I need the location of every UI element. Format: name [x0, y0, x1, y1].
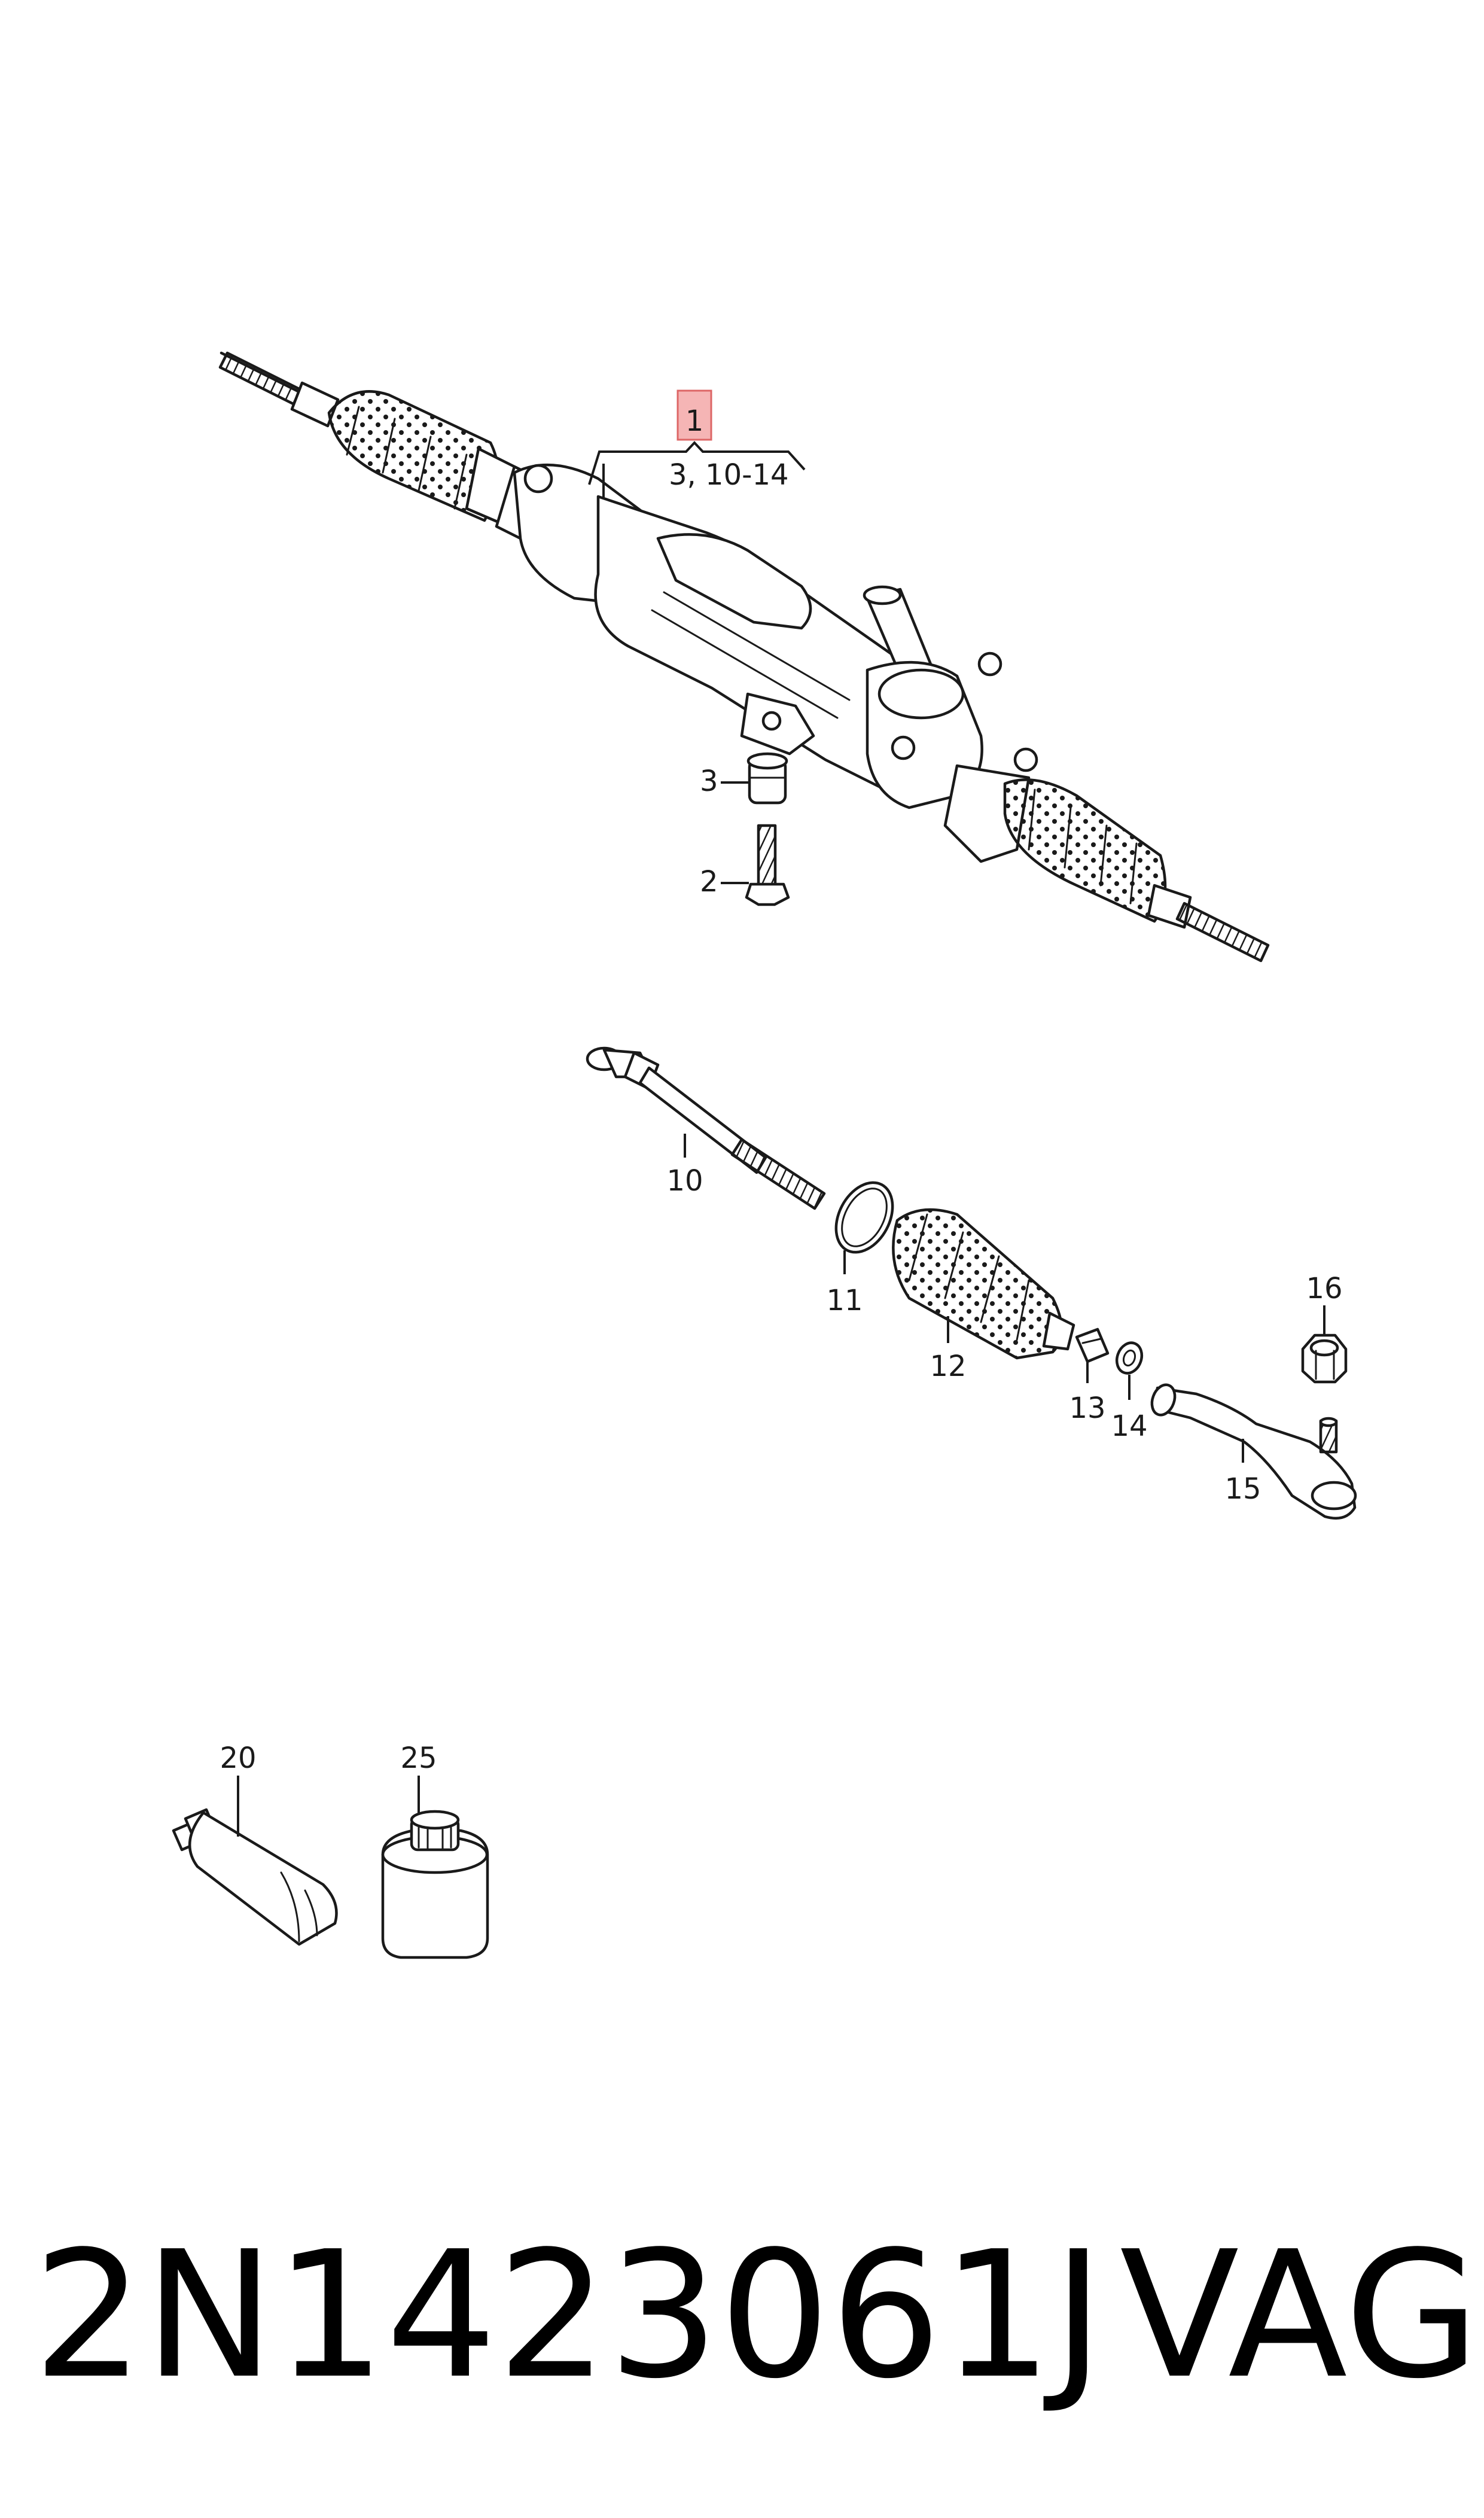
callout-11: 11 — [826, 1284, 863, 1317]
bellows-boot-part-12 — [892, 1208, 1075, 1360]
callout-13: 13 — [1069, 1392, 1105, 1425]
callout-15-group: 15 — [1224, 1439, 1261, 1506]
callout-25: 25 — [400, 1741, 437, 1775]
bushing-part-3 — [746, 752, 788, 805]
callout-1-highlight — [677, 389, 712, 441]
callout-14-group: 14 — [1111, 1375, 1148, 1443]
bolt-part-2 — [745, 824, 790, 906]
callout-20-group: 20 — [220, 1741, 257, 1837]
callout-12-group: 12 — [930, 1316, 967, 1383]
brand-label: VAG — [1120, 2213, 1480, 2417]
callout-1: 1 — [685, 404, 704, 438]
tie-rod-end-part-15 — [1150, 1383, 1357, 1520]
callout-1-group: 1 3, 10-14 — [588, 389, 806, 498]
grease-tube-part-20 — [172, 1808, 338, 1946]
callout-20: 20 — [220, 1741, 256, 1775]
callout-16-group: 16 — [1306, 1272, 1343, 1334]
callout-3-group: 3 — [700, 765, 749, 798]
callout-13-group: 13 — [1069, 1362, 1106, 1425]
callout-10: 10 — [666, 1164, 703, 1198]
lock-nut-part-14 — [1115, 1341, 1144, 1375]
steering-rack-assembly — [218, 351, 1270, 963]
callout-12: 12 — [930, 1350, 966, 1383]
hex-nut-part-16 — [1301, 1333, 1348, 1384]
fluid-bottle-part-25 — [381, 1810, 489, 1959]
callout-10-group: 10 — [666, 1134, 703, 1198]
part-number-label: 2N1423061J — [33, 2213, 1104, 2417]
callout-1-range: 3, 10-14 — [669, 458, 789, 492]
callout-3: 3 — [700, 765, 718, 798]
callout-2: 2 — [700, 865, 718, 899]
callout-16: 16 — [1306, 1272, 1342, 1305]
callout-14: 14 — [1111, 1409, 1147, 1443]
inner-tie-rod-part-10 — [586, 1046, 826, 1210]
callout-25-group: 25 — [400, 1741, 437, 1813]
small-clamp-part-13 — [1075, 1327, 1110, 1363]
clamp-ring-part-11 — [834, 1181, 894, 1254]
callout-2-group: 2 — [700, 865, 749, 899]
callout-11-group: 11 — [826, 1250, 863, 1317]
callout-15: 15 — [1224, 1472, 1261, 1506]
